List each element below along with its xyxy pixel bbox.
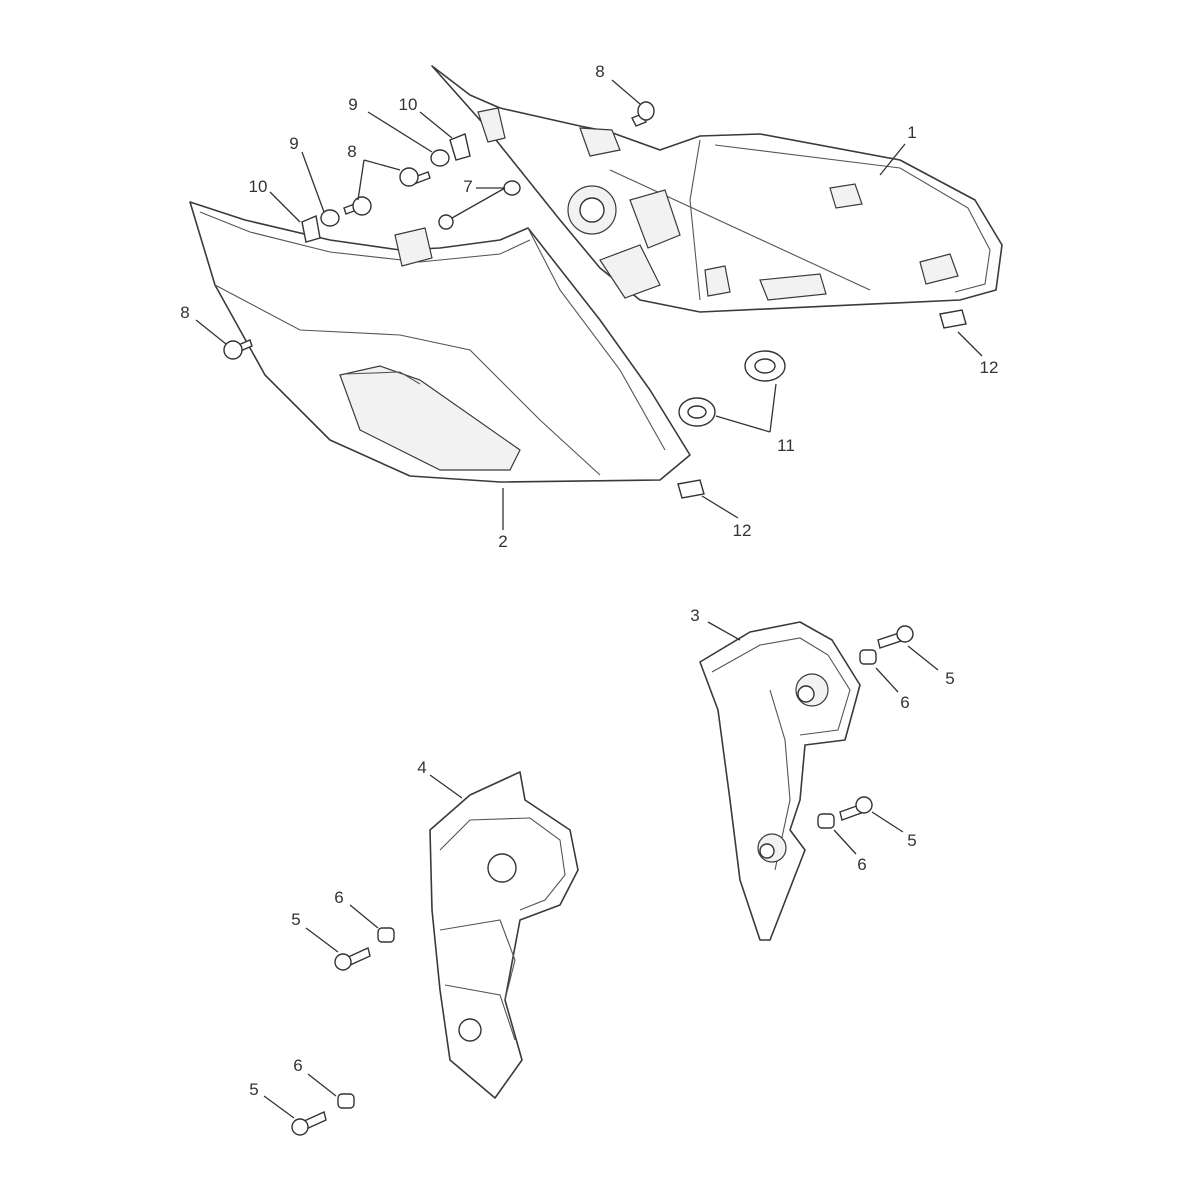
clip-10-lower xyxy=(301,215,321,243)
callout-7: 7 xyxy=(463,177,472,196)
spacer-6-left-upper xyxy=(377,927,395,943)
washer-9-upper xyxy=(430,149,450,167)
nut-7-lower xyxy=(438,214,454,230)
bolt-5-left-lower xyxy=(291,1111,327,1136)
callout-3: 3 xyxy=(690,606,699,625)
callout-12: 12 xyxy=(733,521,752,540)
nut-7-upper xyxy=(503,180,521,196)
callout-2: 2 xyxy=(498,532,507,551)
callout-6: 6 xyxy=(900,693,909,712)
clip-10-upper xyxy=(449,133,471,161)
callout-6: 6 xyxy=(857,855,866,874)
part-1-side-panel xyxy=(431,65,1003,313)
screw-8-left xyxy=(343,196,372,216)
callout-8: 8 xyxy=(595,62,604,81)
part-4-bracket xyxy=(429,771,579,1099)
washer-9-lower xyxy=(320,209,340,227)
callouts: 1 2 3 4 5 5 5 5 6 6 6 6 7 8 8 8 9 9 10 1… xyxy=(180,62,998,1099)
bolt-5-right-lower xyxy=(839,796,873,821)
callout-8: 8 xyxy=(180,303,189,322)
spacer-6-left-lower xyxy=(337,1093,355,1109)
part-2-side-panel xyxy=(189,201,691,483)
callout-8: 8 xyxy=(347,142,356,161)
callout-5: 5 xyxy=(249,1080,258,1099)
callout-5: 5 xyxy=(291,910,300,929)
callout-9: 9 xyxy=(289,134,298,153)
callout-9: 9 xyxy=(348,95,357,114)
grommet-11-upper xyxy=(744,350,786,382)
screw-8-lower-left xyxy=(223,339,253,360)
screw-8-top xyxy=(631,101,655,127)
bolt-5-left-upper xyxy=(334,947,371,971)
callout-11: 11 xyxy=(777,436,795,455)
callout-10: 10 xyxy=(399,95,418,114)
bolt-5-right-upper xyxy=(877,625,914,649)
callout-6: 6 xyxy=(334,888,343,907)
leader-lines xyxy=(195,79,983,1119)
screw-8-middle xyxy=(399,167,431,187)
block-12-lower xyxy=(677,479,705,499)
callout-5: 5 xyxy=(945,669,954,688)
spacer-6-right-lower xyxy=(817,813,835,829)
spacer-6-right-upper xyxy=(859,649,877,665)
callout-5: 5 xyxy=(907,831,916,850)
callout-12: 12 xyxy=(980,358,999,377)
callout-6: 6 xyxy=(293,1056,302,1075)
callout-4: 4 xyxy=(417,758,426,777)
callout-10: 10 xyxy=(249,177,268,196)
block-12-upper xyxy=(939,309,967,329)
grommet-11-lower xyxy=(678,397,716,427)
callout-1: 1 xyxy=(907,123,916,142)
part-3-bracket xyxy=(699,621,861,941)
